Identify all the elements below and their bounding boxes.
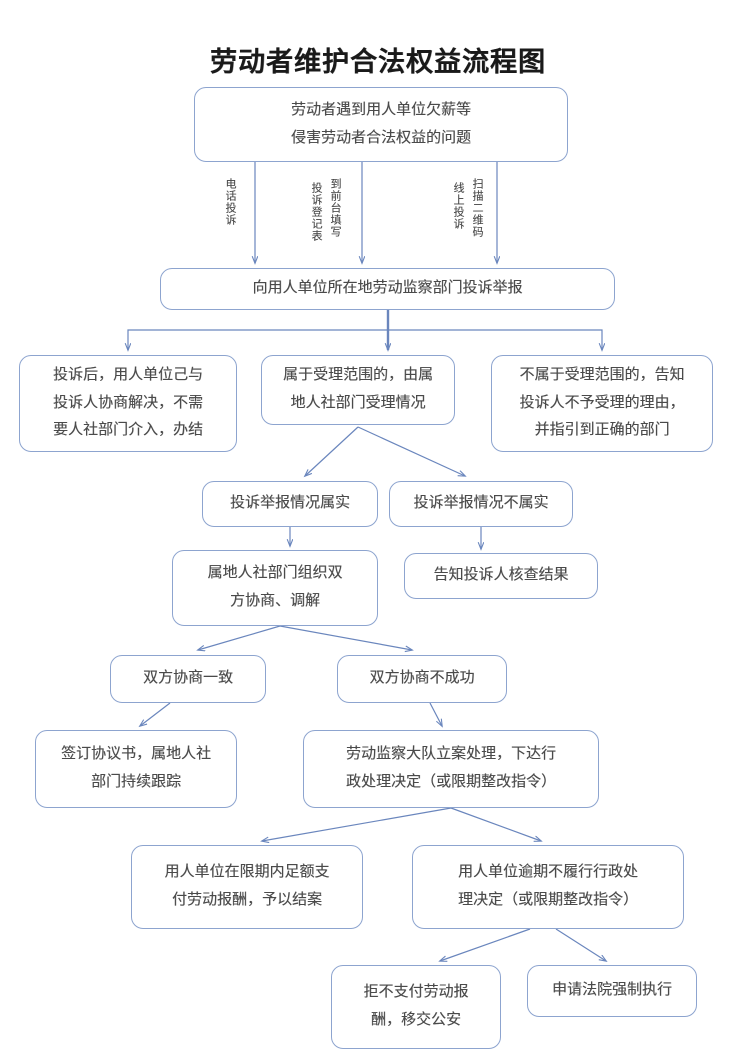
outside-acceptance-scope[interactable]: 不属于受理范围的，告知投诉人不予受理的理由， 并指引到正确的部门 bbox=[491, 355, 713, 452]
node-text-line: 用人单位逾期不履行行政处 bbox=[457, 864, 638, 881]
node-text-line: 地人社部门受理情况 bbox=[290, 395, 426, 411]
node-text-line: 并指引到正确的部门 bbox=[534, 422, 670, 439]
page-title: 劳动者维护合法权益流程图 bbox=[210, 47, 546, 77]
employer-fails-to-comply[interactable]: 用人单位逾期不履行行政处理决定（或限期整改指令） bbox=[412, 845, 684, 929]
complaint-verified-true[interactable]: 投诉举报情况属实 bbox=[202, 481, 378, 527]
problem-statement[interactable]: 劳动者遇到用人单位欠薪等侵害劳动者合法权益的问题 bbox=[194, 87, 568, 162]
edge-label-scan-qr-code: 扫描二维码 bbox=[471, 178, 483, 238]
connector-mediation-disagree bbox=[279, 625, 412, 650]
connector-agree-sign bbox=[140, 702, 171, 726]
node-text-line: 政处理决定（或限期整改指令） bbox=[345, 774, 556, 790]
node-text-line: 投诉人协商解决，不需 bbox=[52, 394, 203, 411]
node-text-line: 属地人社部门组织双 bbox=[207, 565, 343, 582]
connector-notcomplied-police bbox=[440, 928, 531, 961]
edge-label-online-complaint: 线上投诉 bbox=[452, 182, 464, 230]
edge-label-front-desk-form-a: 到前台填写 bbox=[329, 178, 341, 238]
node-text-line: 劳动监察大队立案处理，下达行 bbox=[345, 746, 556, 763]
apply-court-enforcement[interactable]: 申请法院强制执行 bbox=[527, 965, 697, 1017]
node-text-line: 双方协商一致 bbox=[142, 670, 233, 687]
report-to-labor-inspection[interactable]: 向用人单位所在地劳动监察部门投诉举报 bbox=[160, 268, 615, 310]
node-text-line: 用人单位在限期内足额支 bbox=[164, 864, 330, 881]
connector-mediation-agree bbox=[198, 625, 281, 650]
both-parties-agree[interactable]: 双方协商一致 bbox=[110, 655, 266, 703]
node-text-line: 劳动者遇到用人单位欠薪等 bbox=[290, 101, 471, 118]
connector-report-left bbox=[128, 329, 388, 350]
node-text-line: 投诉举报情况属实 bbox=[229, 495, 350, 512]
node-text-line: 理决定（或限期整改指令） bbox=[457, 892, 638, 908]
transfer-to-police[interactable]: 拒不支付劳动报酬，移交公安 bbox=[331, 965, 501, 1049]
edge-label-phone-complaint: 电话投诉 bbox=[224, 178, 236, 226]
node-text-line: 侵害劳动者合法权益的问题 bbox=[290, 129, 471, 146]
connector-accepted-true bbox=[305, 426, 359, 476]
within-acceptance-scope[interactable]: 属于受理范围的，由属地人社部门受理情况 bbox=[261, 355, 455, 425]
node-text-line: 向用人单位所在地劳动监察部门投诉举报 bbox=[252, 280, 523, 297]
sign-agreement-followup[interactable]: 签订协议书，属地人社部门持续跟踪 bbox=[35, 730, 237, 808]
node-text-line: 不属于受理范围的，告知 bbox=[519, 366, 685, 383]
connector-notcomplied-court bbox=[555, 928, 606, 961]
connector-report-right bbox=[388, 329, 602, 350]
notify-complainant-result[interactable]: 告知投诉人核查结果 bbox=[404, 553, 598, 599]
node-text-line: 告知投诉人核查结果 bbox=[433, 567, 569, 584]
node-text-line: 拒不支付劳动报 bbox=[363, 984, 469, 1001]
negotiation-failed[interactable]: 双方协商不成功 bbox=[337, 655, 507, 703]
node-text-line: 付劳动报酬，予以结案 bbox=[171, 892, 322, 908]
complaint-verified-false[interactable]: 投诉举报情况不属实 bbox=[389, 481, 573, 527]
node-text-line: 双方协商不成功 bbox=[369, 670, 475, 687]
already-settled-privately[interactable]: 投诉后，用人单位己与投诉人协商解决，不需要人社部门介入，办结 bbox=[19, 355, 237, 452]
connector-disagree-case bbox=[429, 702, 442, 726]
labor-inspection-case-filing[interactable]: 劳动监察大队立案处理，下达行政处理决定（或限期整改指令） bbox=[303, 730, 599, 808]
node-text-line: 申请法院强制执行 bbox=[551, 982, 672, 999]
node-text-line: 属于受理范围的，由属 bbox=[282, 367, 433, 384]
node-text-line: 投诉人不予受理的理由， bbox=[519, 394, 685, 411]
edge-label-front-desk-form-b: 投诉登记表 bbox=[310, 182, 322, 242]
local-department-mediation[interactable]: 属地人社部门组织双方协商、调解 bbox=[172, 550, 378, 626]
connector-case-notcomplied bbox=[450, 807, 541, 841]
node-text-line: 签订协议书，属地人社 bbox=[60, 746, 211, 763]
node-text-line: 投诉后，用人单位己与 bbox=[52, 366, 203, 383]
node-text-line: 方协商、调解 bbox=[229, 593, 320, 609]
connector-case-paid bbox=[262, 807, 452, 841]
employer-pays-on-time[interactable]: 用人单位在限期内足额支付劳动报酬，予以结案 bbox=[131, 845, 363, 929]
node-text-line: 酬，移交公安 bbox=[370, 1012, 461, 1028]
connector-accepted-false bbox=[357, 426, 465, 476]
node-text-line: 部门持续跟踪 bbox=[90, 774, 181, 790]
node-text-line: 投诉举报情况不属实 bbox=[413, 495, 549, 512]
node-text-line: 要人社部门介入，办结 bbox=[52, 422, 203, 439]
